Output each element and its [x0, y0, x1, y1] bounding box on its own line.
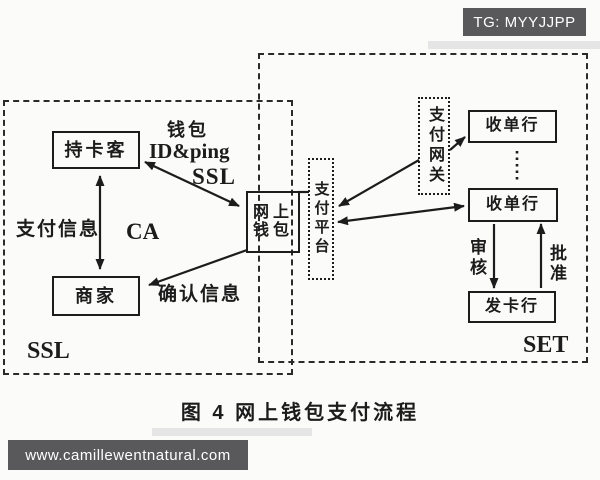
ssl-region-box [3, 100, 293, 375]
acquirer-bank-top-node: 收单行 [468, 110, 557, 143]
telegram-watermark-badge: TG: MYYJJPP [463, 8, 586, 36]
wallet-id-label-line3: SSL [192, 164, 236, 189]
payment-gateway-node: 支付网关 [418, 97, 450, 195]
approve-label: 批准 [547, 244, 566, 284]
faint-strip-bottom [152, 428, 312, 436]
ssl-region-label: SSL [27, 338, 70, 364]
online-wallet-line1: 网上 [252, 203, 293, 221]
faint-strip-top [428, 41, 600, 49]
cardholder-node: 持卡客 [52, 131, 140, 169]
wallet-id-label-line2: ID&ping [149, 139, 230, 163]
wallet-id-label-line1: 钱包 [167, 120, 209, 140]
audit-label: 审核 [467, 238, 486, 278]
website-watermark-badge: www.camillewentnatural.com [8, 440, 248, 470]
acquirer-bank-bottom-node: 收单行 [468, 188, 558, 222]
ca-label: CA [126, 219, 160, 244]
figure-caption: 图 4 网上钱包支付流程 [180, 402, 420, 424]
online-wallet-line2: 钱包 [252, 222, 293, 239]
online-wallet-node: 网上 钱包 [246, 191, 300, 253]
issuer-bank-node: 发卡行 [468, 291, 556, 323]
set-region-label: SET [523, 332, 569, 358]
payment-info-label: 支付信息 [16, 219, 101, 240]
merchant-node: 商家 [52, 276, 140, 316]
payment-platform-node: 支付平台 [308, 158, 334, 280]
confirm-info-label: 确认信息 [158, 284, 243, 305]
set-region-box [258, 53, 588, 363]
